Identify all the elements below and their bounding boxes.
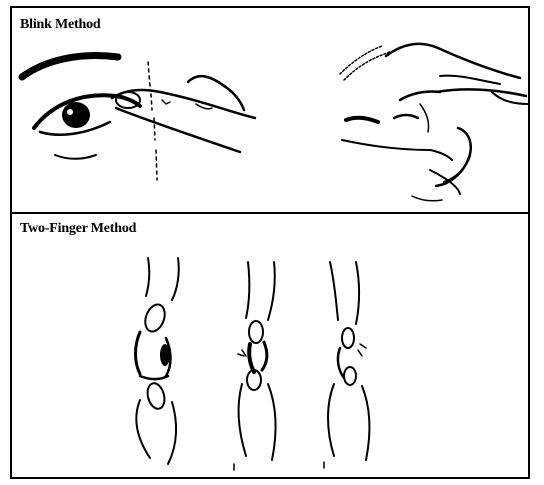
two-finger-stage-1 — [136, 258, 179, 464]
two-finger-stage-3 — [324, 262, 369, 468]
two-finger-stage-2 — [234, 262, 275, 470]
